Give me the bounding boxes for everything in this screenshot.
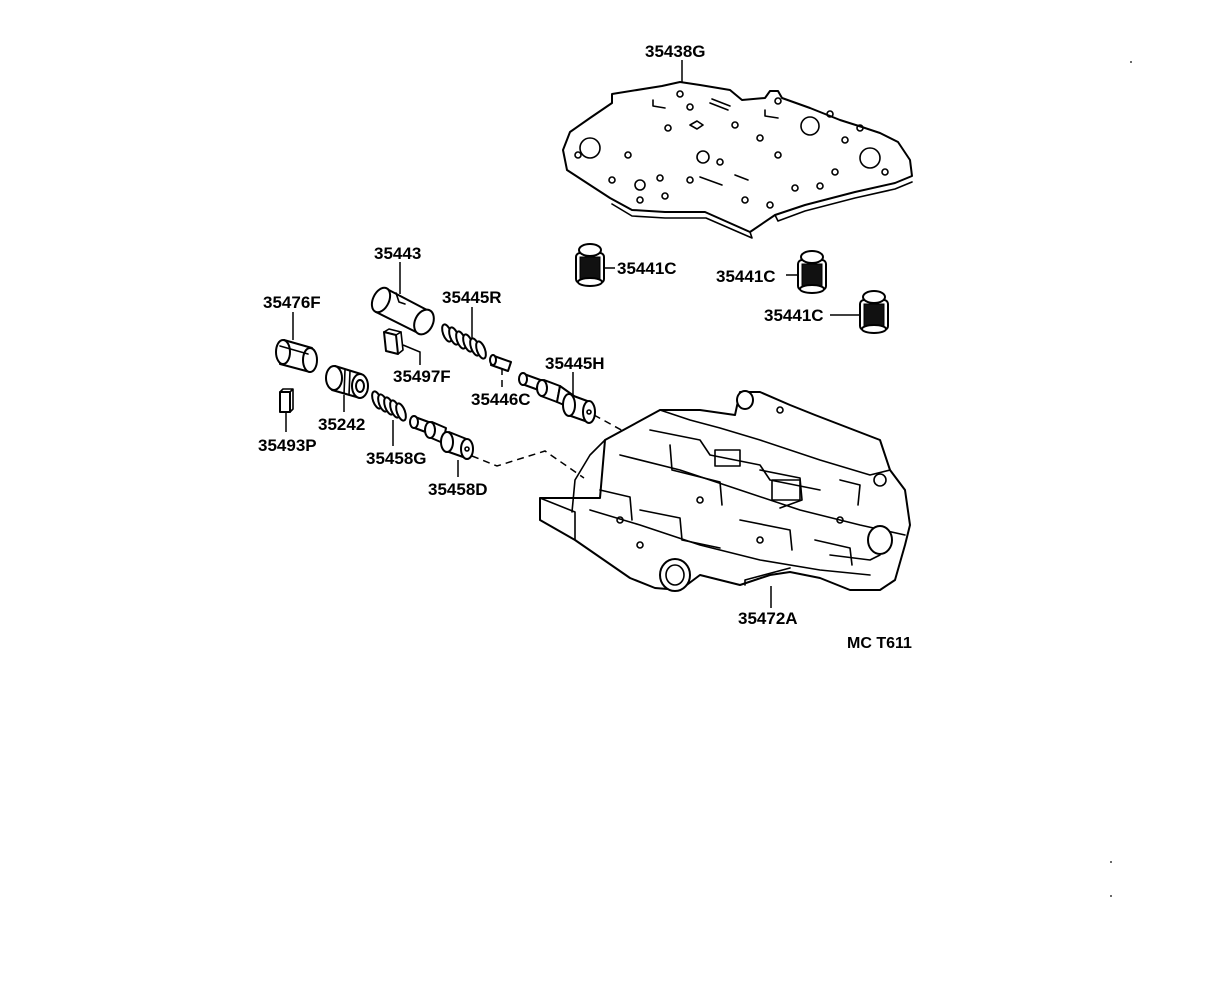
scan-speck: [1130, 61, 1132, 63]
label-check-ball-3: 35441C: [764, 306, 824, 325]
assembly-line-h: [593, 414, 626, 433]
label-valve-body: 35472A: [738, 609, 798, 628]
check-ball-1: [575, 243, 615, 287]
label-valve-h: 35445H: [545, 354, 605, 373]
scan-speck: [1110, 895, 1112, 897]
valve-d: [409, 415, 474, 460]
spring-r: [441, 323, 487, 360]
label-spring-r: 35445R: [442, 288, 502, 307]
check-ball-2: [786, 250, 827, 294]
label-pin-c: 35446C: [471, 390, 531, 409]
scan-speck: [1110, 861, 1112, 863]
figure-code: MC T611: [847, 635, 912, 652]
label-separator-plate: 35438G: [645, 42, 706, 61]
label-plug-f: 35476F: [263, 293, 321, 312]
label-valve-d: 35458D: [428, 480, 488, 499]
retainer-p: [279, 388, 294, 413]
plug-f: [275, 339, 318, 373]
label-spring-g: 35458G: [366, 449, 427, 468]
spring-g: [371, 390, 407, 422]
check-ball-3: [830, 290, 889, 334]
retainer-f: [383, 328, 404, 355]
label-retainer-p: 35493P: [258, 436, 317, 455]
label-retainer-f: 35497F: [393, 367, 451, 386]
separator-plate: [562, 81, 913, 239]
plug-242: [325, 365, 369, 399]
valve-sleeve: [370, 286, 435, 336]
label-check-ball-1: 35441C: [617, 259, 677, 278]
pin-c: [489, 354, 512, 372]
label-valve-sleeve: 35443: [374, 244, 421, 263]
label-check-ball-2: 35441C: [716, 267, 776, 286]
valve-h: [518, 372, 596, 424]
assembly-line-d: [471, 450, 585, 479]
valve-body: [539, 390, 911, 592]
label-plug-242: 35242: [318, 415, 365, 434]
